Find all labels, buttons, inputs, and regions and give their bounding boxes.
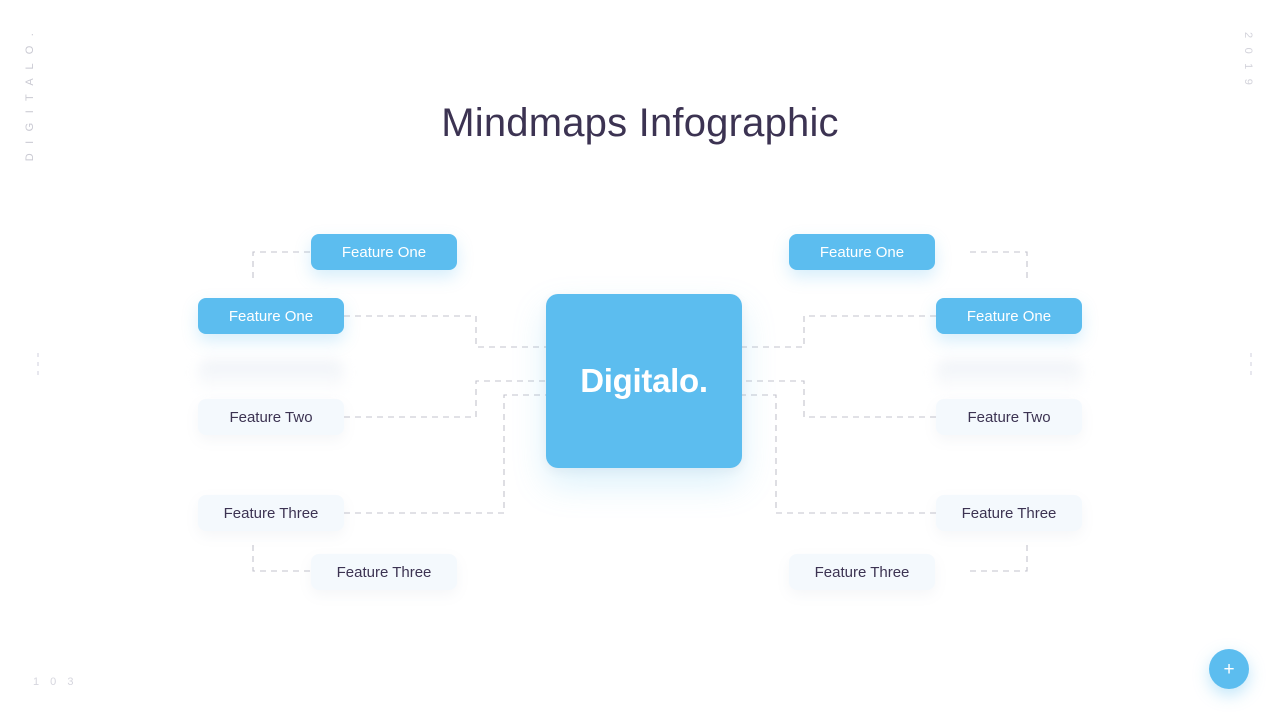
connector-l2: [344, 315, 546, 348]
feature-node-label: Feature One: [966, 307, 1052, 325]
connector-r1: [970, 251, 1028, 283]
center-node[interactable]: Digitalo.: [546, 294, 742, 468]
feature-node-l5[interactable]: Feature Three: [311, 554, 457, 590]
feature-node-label: Feature Three: [814, 563, 910, 581]
feature-node-r1[interactable]: Feature One: [789, 234, 935, 270]
plus-icon: +: [1223, 658, 1235, 680]
feature-node-label: Feature Three: [336, 563, 432, 581]
add-button[interactable]: +: [1209, 649, 1249, 689]
ghost-blob-left: [198, 360, 344, 394]
ghost-blob-right: [936, 360, 1082, 394]
feature-node-label: Feature One: [341, 243, 427, 261]
page-title: Mindmaps Infographic: [441, 101, 839, 145]
feature-node-l2[interactable]: Feature One: [198, 298, 344, 334]
connector-l4: [344, 394, 546, 514]
feature-node-l1[interactable]: Feature One: [311, 234, 457, 270]
feature-node-r3[interactable]: Feature Two: [936, 399, 1082, 435]
feature-node-label: Feature One: [819, 243, 905, 261]
connector-r3: [742, 380, 936, 418]
connector-r4: [742, 394, 936, 514]
feature-node-r4[interactable]: Feature Three: [936, 495, 1082, 531]
feature-node-label: Feature Three: [961, 504, 1057, 522]
center-node-label: Digitalo.: [580, 362, 708, 399]
connector-l5: [252, 543, 310, 572]
feature-node-label: Feature Three: [223, 504, 319, 522]
edge-tick-left: [37, 353, 39, 377]
feature-node-label: Feature Two: [229, 408, 313, 426]
edge-tick-right: [1250, 353, 1252, 377]
connector-r2: [742, 315, 936, 348]
page-number: 1 0 3: [33, 676, 78, 688]
feature-node-r5[interactable]: Feature Three: [789, 554, 935, 590]
connector-r5: [970, 543, 1028, 572]
feature-node-r2[interactable]: Feature One: [936, 298, 1082, 334]
feature-node-l4[interactable]: Feature Three: [198, 495, 344, 531]
feature-node-label: Feature Two: [967, 408, 1051, 426]
connector-l1: [252, 251, 310, 283]
connector-l3: [344, 380, 546, 418]
feature-node-l3[interactable]: Feature Two: [198, 399, 344, 435]
feature-node-label: Feature One: [228, 307, 314, 325]
